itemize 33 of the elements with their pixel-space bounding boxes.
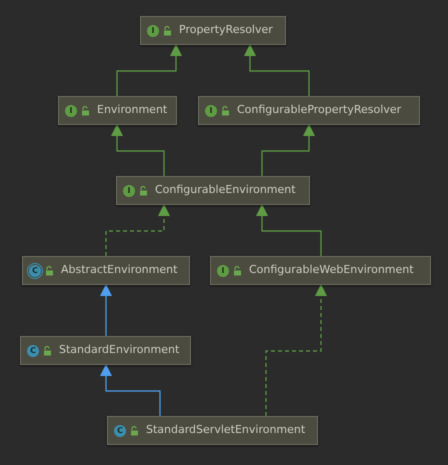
class-box	[116, 176, 310, 205]
class-name: Environment	[97, 102, 168, 118]
type-badge: C	[114, 424, 126, 436]
inheritance-arrow	[244, 44, 310, 96]
class-name: PropertyResolver	[179, 22, 273, 38]
class-name: AbstractEnvironment	[61, 262, 178, 278]
class-box	[210, 256, 431, 285]
type-badge: I	[123, 184, 135, 196]
type-badge: C	[27, 344, 39, 356]
inheritance-arrow	[100, 364, 161, 416]
inheritance-arrow	[256, 204, 322, 256]
class-box	[140, 16, 286, 45]
inheritance-arrow	[111, 124, 165, 176]
class-name: StandardEnvironment	[59, 342, 180, 358]
class-box	[20, 336, 191, 365]
type-badge: I	[217, 264, 229, 276]
class-name: ConfigurableEnvironment	[155, 182, 296, 198]
inheritance-arrow	[105, 204, 170, 256]
class-box	[198, 96, 420, 125]
inheritance-arrow	[100, 284, 112, 336]
class-box	[22, 256, 190, 285]
class-box	[58, 96, 177, 125]
class-name: ConfigurableWebEnvironment	[249, 262, 414, 278]
inheritance-arrow	[116, 44, 182, 96]
type-badge: C	[29, 264, 41, 276]
type-badge: I	[147, 24, 159, 36]
class-name: ConfigurablePropertyResolver	[237, 102, 402, 118]
type-badge: I	[65, 104, 77, 116]
inheritance-arrow	[261, 124, 315, 176]
type-badge: I	[205, 104, 217, 116]
class-box	[107, 416, 318, 445]
class-name: StandardServletEnvironment	[146, 422, 306, 438]
inheritance-arrow	[265, 284, 327, 416]
